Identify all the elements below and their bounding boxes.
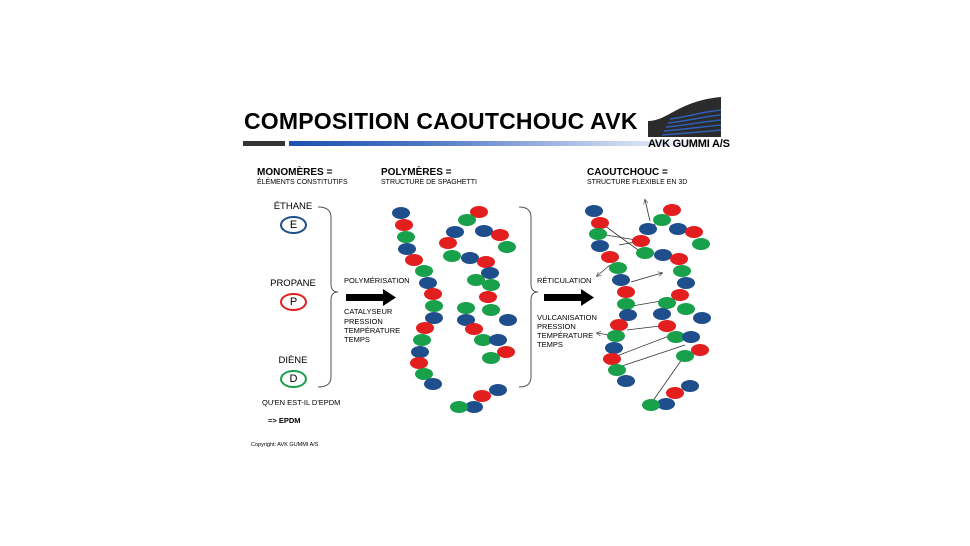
- avk-logo-icon: [648, 97, 721, 137]
- monomer-symbol-propane: P: [280, 293, 307, 311]
- monomer-label-ethane: ÉTHANE: [273, 201, 313, 212]
- step2-condition: PRESSION: [537, 322, 576, 331]
- polymers-subheading: STRUCTURE DE SPAGHETTI: [381, 179, 477, 186]
- monomer-label-propane: PROPANE: [270, 278, 316, 289]
- rubber-subheading: STRUCTURE FLEXIBLE EN 3D: [587, 179, 688, 186]
- rubber-chain: [632, 204, 711, 362]
- step1-condition: TEMPÉRATURE: [344, 326, 401, 335]
- rubber-heading: CAOUTCHOUC =: [587, 167, 668, 178]
- polymer-chain: [392, 207, 443, 390]
- title-underline-dark: [243, 141, 285, 146]
- step1-label: POLYMÉRISATION: [344, 276, 410, 285]
- step1-condition: PRESSION: [344, 317, 383, 326]
- step2-condition: TEMPÉRATURE: [537, 331, 594, 340]
- polymer-chain: [450, 384, 507, 413]
- polymerisation-arrow: [346, 289, 396, 306]
- copyright: Copyright: AVK GUMMI A/S: [251, 442, 319, 448]
- step2-condition: VULCANISATION: [537, 313, 597, 322]
- step2-condition: TEMPS: [537, 340, 563, 349]
- monomers-brace: [317, 206, 339, 388]
- epdm-question: QU'EN EST-IL D'EPDM: [262, 398, 341, 407]
- polymers-heading: POLYMÈRES =: [381, 167, 452, 178]
- polymer-chain: [439, 206, 517, 364]
- step1-condition: TEMPS: [344, 335, 370, 344]
- epdm-result: => EPDM: [268, 416, 301, 425]
- step1-condition: CATALYSEUR: [344, 307, 393, 316]
- monomer-label-diene: DIÈNE: [278, 355, 308, 366]
- page-title: COMPOSITION CAOUTCHOUC AVK: [244, 108, 638, 134]
- rubber-chain: [585, 205, 637, 387]
- monomer-symbol-diene: D: [280, 370, 307, 388]
- logo-text: AVK GUMMI A/S: [648, 138, 730, 150]
- monomer-symbol-ethane: E: [280, 216, 307, 234]
- rubber-chain: [642, 380, 699, 411]
- reticulation-arrow: [544, 289, 594, 306]
- monomers-subheading: ÉLÉMENTS CONSTITUTIFS: [257, 179, 348, 186]
- step2-label: RÉTICULATION: [537, 276, 592, 285]
- monomers-heading: MONOMÈRES =: [257, 167, 333, 178]
- title-underline-gradient: [289, 141, 721, 146]
- polymers-brace: [518, 206, 539, 388]
